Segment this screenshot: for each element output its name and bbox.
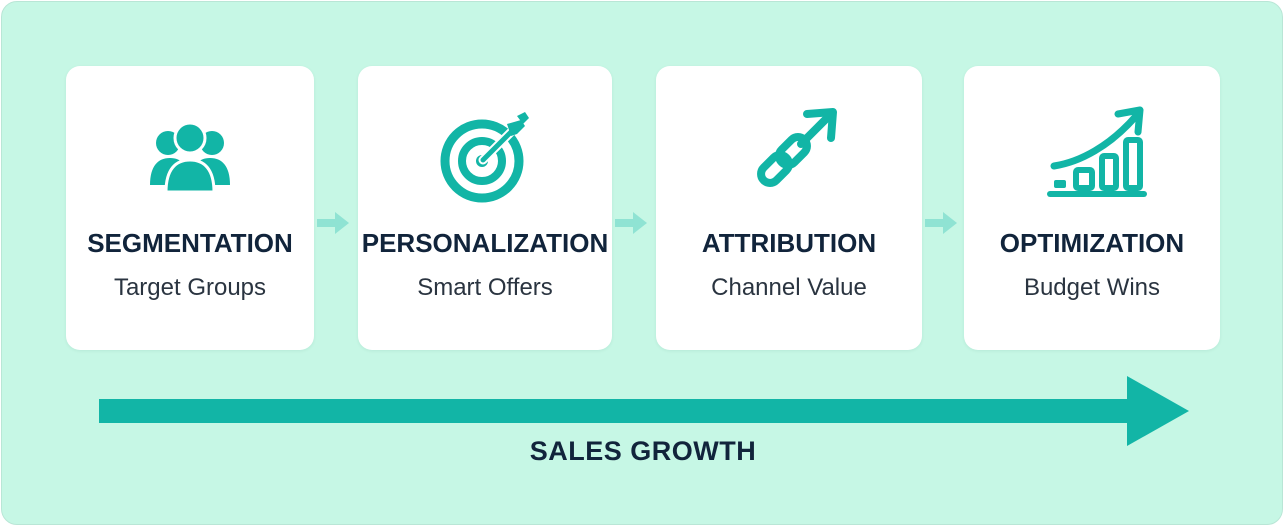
growth-bars-icon xyxy=(1032,102,1152,212)
step-card-attribution: ATTRIBUTION Channel Value xyxy=(656,66,922,350)
step-subtitle: Target Groups xyxy=(113,274,267,301)
step-title: OPTIMIZATION xyxy=(999,228,1185,258)
step-card-personalization: PERSONALIZATION Smart Offers xyxy=(358,66,612,350)
step-connector-arrow xyxy=(614,208,648,238)
step-title: PERSONALIZATION xyxy=(361,228,609,258)
step-subtitle: Smart Offers xyxy=(417,274,553,301)
step-connector-arrow xyxy=(316,208,350,238)
users-group-icon xyxy=(130,102,250,212)
step-connector-arrow xyxy=(924,208,958,238)
target-arrow-icon xyxy=(425,102,545,212)
step-subtitle: Budget Wins xyxy=(1023,274,1161,301)
link-arrow-icon xyxy=(729,102,849,212)
sales-growth-label: SALES GROWTH xyxy=(529,436,757,466)
sales-growth-arrow xyxy=(99,374,1191,448)
step-card-optimization: OPTIMIZATION Budget Wins xyxy=(964,66,1220,350)
step-title: ATTRIBUTION xyxy=(701,228,877,258)
step-subtitle: Channel Value xyxy=(711,274,867,301)
step-title: SEGMENTATION xyxy=(87,228,293,258)
step-card-segmentation: SEGMENTATION Target Groups xyxy=(66,66,314,350)
